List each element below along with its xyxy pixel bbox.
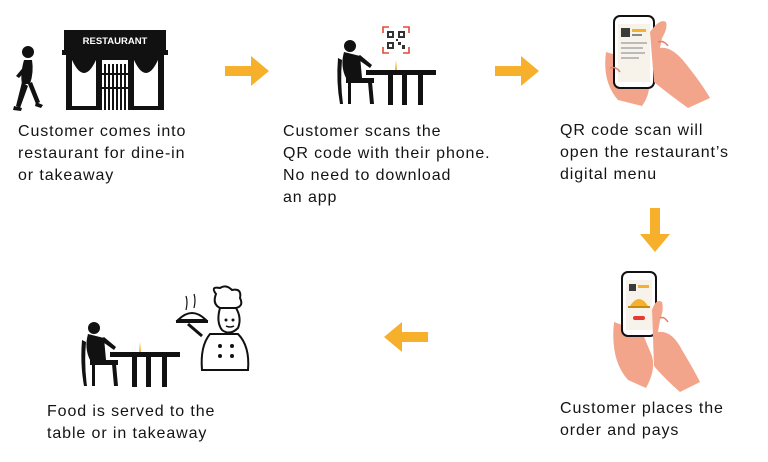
step-2-caption: Customer scans the QR code with their ph… bbox=[283, 121, 491, 209]
caption-line: an app bbox=[283, 189, 338, 206]
caption-line: Food is served to the bbox=[47, 403, 216, 420]
arrow-down bbox=[640, 208, 670, 252]
step-digital-menu: QR code scan will open the restaurant’s … bbox=[550, 0, 768, 190]
step-1-caption: Customer comes into restaurant for dine-… bbox=[18, 121, 186, 187]
step-5-caption: Food is served to the table or in takeaw… bbox=[47, 401, 215, 445]
caption-line: table or in takeaway bbox=[47, 425, 208, 442]
step-food-served: Food is served to the table or in takeaw… bbox=[0, 270, 300, 462]
caption-line: Customer scans the bbox=[283, 123, 442, 140]
storefront-icon: RESTAURANT bbox=[62, 30, 168, 110]
step-order-pay: Customer places the order and pays bbox=[550, 260, 768, 460]
caption-line: QR code scan will bbox=[560, 122, 704, 139]
walking-person-icon bbox=[10, 44, 44, 114]
caption-line: restaurant for dine-in bbox=[18, 145, 186, 162]
arrow-right-2 bbox=[495, 56, 539, 86]
caption-line: digital menu bbox=[560, 166, 658, 183]
caption-line: order and pays bbox=[560, 422, 680, 439]
caption-line: QR code with their phone. bbox=[283, 145, 491, 162]
caption-line: No need to download bbox=[283, 167, 452, 184]
caption-line: Customer comes into bbox=[18, 123, 187, 140]
storefront-sign: RESTAURANT bbox=[83, 36, 148, 47]
hand-phone-icon bbox=[602, 12, 712, 108]
step-enter-restaurant: RESTAURANT Customer comes into restauran… bbox=[0, 0, 260, 200]
qr-code-icon bbox=[382, 26, 410, 54]
arrow-right-1 bbox=[225, 56, 269, 86]
step-scan-qr: Customer scans the QR code with their ph… bbox=[270, 0, 540, 210]
arrow-left bbox=[384, 322, 428, 352]
step-3-caption: QR code scan will open the restaurant’s … bbox=[560, 120, 729, 186]
chef-serving-icon bbox=[175, 285, 252, 372]
caption-line: or takeaway bbox=[18, 167, 115, 184]
seated-customer-icon bbox=[80, 320, 180, 390]
seated-customer-icon bbox=[336, 38, 436, 108]
step-4-caption: Customer places the order and pays bbox=[560, 398, 724, 442]
hand-phone-order-icon bbox=[612, 270, 702, 394]
caption-line: Customer places the bbox=[560, 400, 724, 417]
caption-line: open the restaurant’s bbox=[560, 144, 729, 161]
